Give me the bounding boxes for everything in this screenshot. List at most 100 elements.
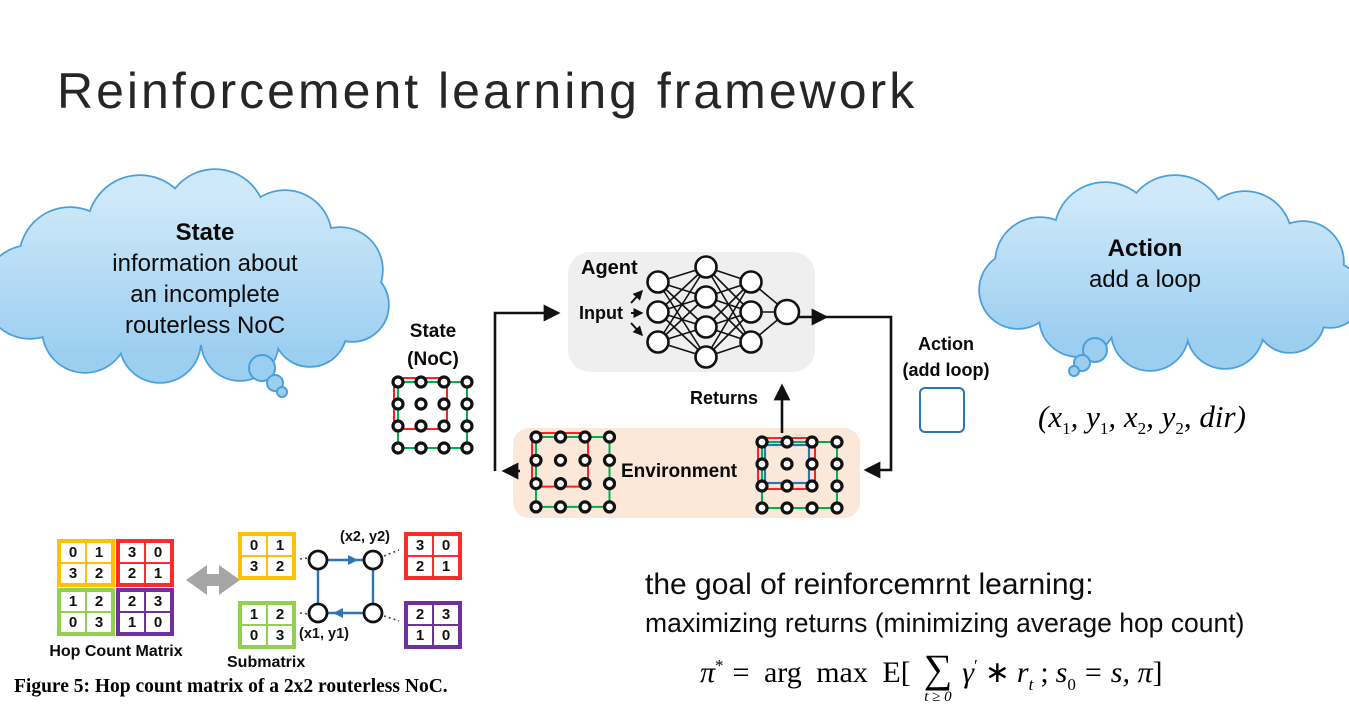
matrix-cell: 0 bbox=[145, 612, 171, 633]
matrix-cell: 0 bbox=[241, 535, 267, 556]
loop-arrow-left bbox=[333, 608, 343, 618]
state-noc-caption-line1: State bbox=[409, 321, 457, 342]
matrix-cell: 1 bbox=[145, 563, 171, 584]
action-caption-line1: Action bbox=[918, 334, 974, 354]
action-cloud-shape bbox=[978, 174, 1349, 377]
nn-node bbox=[773, 298, 801, 326]
matrix-cell: 3 bbox=[60, 563, 86, 584]
matrix-cell: 2 bbox=[407, 556, 433, 577]
state-cloud-shape bbox=[0, 168, 390, 398]
matrix-cell: 1 bbox=[119, 612, 145, 633]
action-caption: Action (add loop) bbox=[893, 331, 999, 383]
sigma-symbol: ∑ bbox=[923, 646, 953, 691]
state-cloud-heading: State bbox=[175, 219, 235, 246]
goal-line1: the goal of reinforcemrnt learning: bbox=[645, 568, 1094, 601]
action-cloud-text: Action add a loop bbox=[1035, 233, 1255, 295]
matrix-cell: 1 bbox=[433, 556, 459, 577]
action-cloud-line: add a loop bbox=[1088, 266, 1202, 293]
matrix-cell: 1 bbox=[267, 535, 293, 556]
matrix-cell: 2 bbox=[267, 556, 293, 577]
matrix-cell: 3 bbox=[119, 542, 145, 563]
action-cloud-heading: Action bbox=[1107, 235, 1183, 262]
tuple-part: (x bbox=[1038, 399, 1063, 434]
matrix-cell: 1 bbox=[407, 625, 433, 646]
environment-label: Environment bbox=[621, 461, 738, 482]
matrix-cell: 2 bbox=[86, 563, 112, 584]
returns-label: Returns bbox=[690, 388, 759, 408]
matrix-cell: 3 bbox=[267, 625, 293, 646]
matrix-cell: 0 bbox=[241, 625, 267, 646]
tuple-part: , dir) bbox=[1183, 399, 1246, 434]
matrix-cell: 1 bbox=[86, 542, 112, 563]
sigma-subscript: t ≥ 0 bbox=[924, 689, 952, 705]
double-arrow-icon bbox=[186, 565, 240, 595]
tuple-part: , x bbox=[1108, 399, 1138, 434]
formula-times: ∗ bbox=[984, 656, 1010, 689]
coord-label-x2y2: (x2, y2) bbox=[340, 529, 390, 545]
formula-r: r bbox=[1016, 656, 1029, 689]
nn-node bbox=[694, 255, 718, 279]
nn-node bbox=[646, 300, 670, 324]
formula-gamma: γ bbox=[962, 656, 975, 689]
agent-label: Agent bbox=[581, 257, 638, 279]
action-caption-line2: (add loop) bbox=[902, 360, 990, 380]
coord-label-x1y1: (x1, y1) bbox=[299, 626, 349, 642]
formula-tail: s, π bbox=[1110, 656, 1153, 689]
nn-node bbox=[646, 330, 670, 354]
matrix-cell: 2 bbox=[119, 591, 145, 612]
submatrix-label: Submatrix bbox=[227, 654, 306, 671]
neural-network bbox=[646, 255, 801, 369]
action-loop-square bbox=[919, 387, 965, 433]
matrix-cell: 0 bbox=[433, 625, 459, 646]
tuple-sub: 1 bbox=[1062, 419, 1071, 438]
nn-node bbox=[739, 330, 763, 354]
action-tuple-formula: (x1, y1, x2, y2, dir) bbox=[1038, 399, 1246, 438]
formula-bracket: ] bbox=[1152, 656, 1163, 689]
environment-noc-grid-after bbox=[755, 435, 844, 515]
nn-node bbox=[694, 285, 718, 309]
nn-node bbox=[739, 300, 763, 324]
submatrix-loop-diagram bbox=[299, 549, 400, 624]
formula-eq2: = bbox=[1084, 656, 1102, 689]
tuple-part: , y bbox=[1070, 399, 1100, 434]
formula-r-sub: t bbox=[1028, 675, 1034, 694]
matrix-cell: 3 bbox=[241, 556, 267, 577]
formula-pi: π bbox=[700, 656, 716, 689]
state-noc-caption-line2: (NoC) bbox=[407, 349, 459, 370]
flow-arrows bbox=[493, 289, 893, 480]
goal-text: the goal of reinforcemrnt learning: maxi… bbox=[645, 568, 1244, 639]
formula-s0-sub: 0 bbox=[1067, 675, 1076, 694]
state-cloud-text: State information about an incomplete ro… bbox=[40, 217, 370, 341]
environment-noc-grid-before bbox=[529, 430, 617, 514]
formula-star: * bbox=[715, 656, 724, 675]
formula-semicolon: ; bbox=[1040, 656, 1049, 689]
state-cloud-line: an incomplete bbox=[130, 281, 280, 308]
matrix-cell: 0 bbox=[60, 612, 86, 633]
matrix-cell: 0 bbox=[433, 535, 459, 556]
nn-node bbox=[694, 315, 718, 339]
state-noc-caption: State (NoC) bbox=[393, 318, 473, 374]
noc-node bbox=[362, 602, 384, 624]
nn-node bbox=[739, 270, 763, 294]
formula-eq: = arg max E[ bbox=[732, 656, 911, 689]
tuple-sub: 2 bbox=[1175, 419, 1184, 438]
matrix-cell: 0 bbox=[60, 542, 86, 563]
formula-gamma-prime: ′ bbox=[974, 656, 978, 675]
noc-node bbox=[362, 549, 384, 571]
formula-sum: ∑t ≥ 0 bbox=[924, 649, 953, 705]
formula-s0: s bbox=[1055, 656, 1068, 689]
state-noc-grid bbox=[391, 375, 474, 455]
figure5-caption: Figure 5: Hop count matrix of a 2x2 rout… bbox=[14, 676, 448, 697]
matrix-cell: 3 bbox=[433, 604, 459, 625]
nn-node bbox=[646, 270, 670, 294]
state-cloud-line: routerless NoC bbox=[124, 312, 286, 339]
noc-node bbox=[307, 549, 329, 571]
